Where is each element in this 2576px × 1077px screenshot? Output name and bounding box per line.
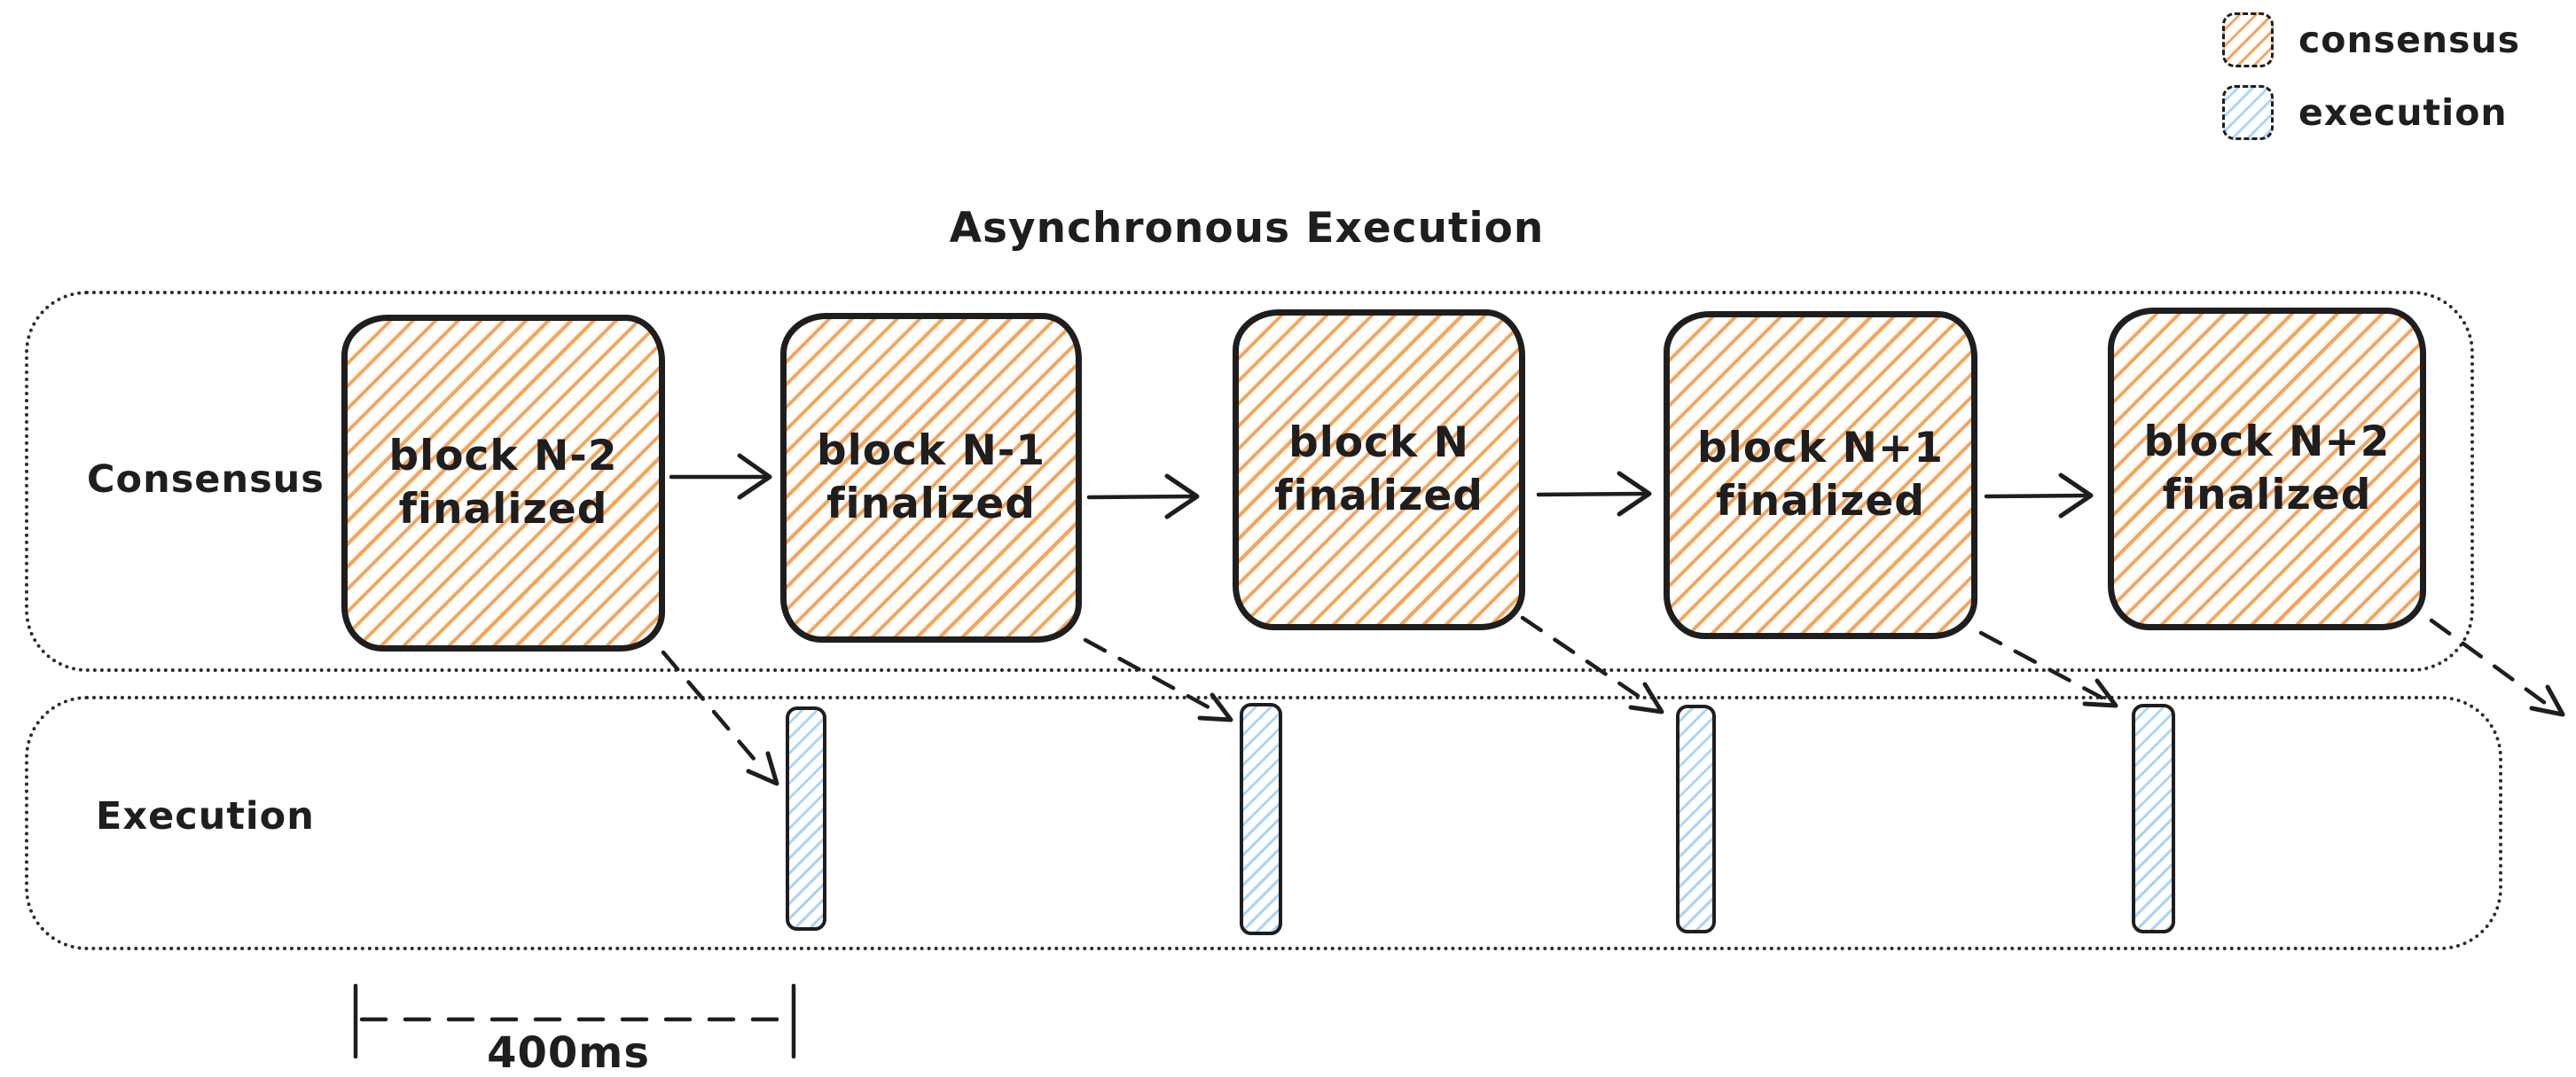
block-label-line2: finalized [398, 485, 608, 534]
diagram-title: Asynchronous Execution [949, 204, 1545, 253]
legend-item-execution: execution [2222, 85, 2520, 140]
block-label-line1: block N-2 [388, 432, 618, 480]
block-label-line1: block N+2 [2143, 418, 2391, 466]
consensus-lane-label: Consensus [87, 457, 325, 502]
legend: consensus execution [2222, 12, 2520, 158]
execution-bar-4 [2132, 704, 2175, 933]
execution-bar-3 [1676, 705, 1716, 933]
legend-item-consensus: consensus [2222, 12, 2520, 67]
legend-label-execution: execution [2298, 91, 2508, 134]
consensus-block-n-2: block N-2 finalized [341, 315, 665, 652]
execution-lane [25, 696, 2502, 950]
consensus-lane [25, 291, 2474, 672]
block-label-line1: block N+1 [1697, 424, 1944, 472]
consensus-block-n-plus-1: block N+1 finalized [1664, 311, 1977, 639]
consensus-hatch-swatch [2222, 12, 2274, 67]
consensus-block-n: block N finalized [1233, 309, 1525, 630]
execution-bar-2 [1240, 703, 1282, 935]
block-label-line2: finalized [1716, 477, 1925, 526]
consensus-block-n-1: block N-1 finalized [780, 313, 1082, 643]
block-label-line2: finalized [826, 480, 1036, 528]
block-label-line2: finalized [1274, 472, 1484, 520]
execution-hatch-swatch [2222, 85, 2274, 140]
block-label-line1: block N [1288, 418, 1469, 467]
measurement-label: 400ms [487, 1028, 650, 1077]
block-label-line1: block N-1 [816, 426, 1046, 475]
execution-bar-1 [786, 706, 826, 931]
block-label-line2: finalized [2162, 471, 2372, 519]
legend-label-consensus: consensus [2298, 19, 2521, 61]
execution-lane-label: Execution [96, 794, 315, 839]
consensus-block-n-plus-2: block N+2 finalized [2108, 308, 2426, 630]
